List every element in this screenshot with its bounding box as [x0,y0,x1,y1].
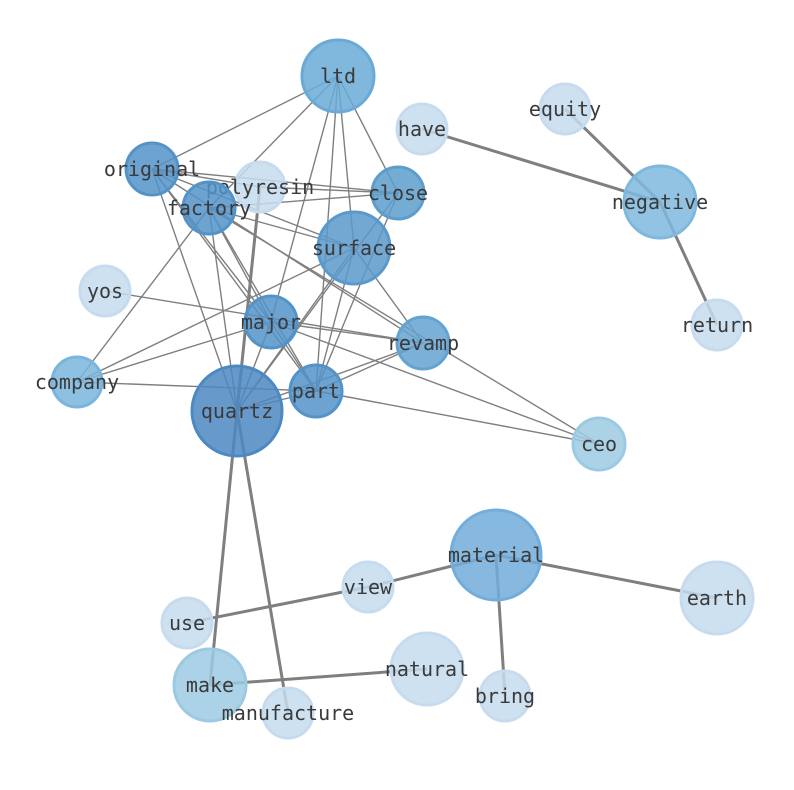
edge-have-negative [421,127,661,204]
node-circle-company [50,355,104,409]
node-label-material: material [448,543,544,567]
node-bring: bring [475,669,535,723]
node-circle-revamp [395,315,451,371]
node-circle-return [690,298,744,352]
node-make: make [172,647,248,723]
node-ceo: ceo [571,416,627,472]
node-circle-equity [538,82,592,136]
node-circle-polyresin [233,160,287,214]
node-circle-close [370,165,426,221]
node-label-use: use [169,611,205,635]
edge-factory-company [76,207,210,383]
node-circle-use [160,596,214,650]
node-circle-original [124,141,180,197]
node-have: have [395,102,449,156]
node-earth: earth [679,560,755,636]
node-label-natural: natural [385,657,469,681]
node-label-have: have [398,117,446,141]
node-label-factory: factory [167,196,251,220]
node-label-major: major [241,310,301,334]
node-label-bring: bring [475,684,535,708]
node-manufacture: manufacture [222,686,354,740]
node-factory: factory [167,180,251,236]
node-part: part [288,363,344,419]
node-label-negative: negative [612,190,708,214]
node-yos: yos [78,264,132,318]
node-equity: equity [529,82,601,136]
edge-major-ceo [270,321,600,445]
node-return: return [681,298,753,352]
node-circle-surface [316,210,392,286]
node-use: use [160,596,214,650]
node-company: company [35,355,119,409]
node-label-return: return [681,313,753,337]
node-circle-material [449,508,543,602]
node-label-view: view [344,575,393,599]
node-circle-ceo [571,416,627,472]
node-major: major [241,294,301,350]
node-label-original: original [104,157,200,181]
edge-surface-company [76,247,355,383]
node-circle-view [341,560,395,614]
node-label-ltd: ltd [320,64,356,88]
node-material: material [448,508,544,602]
node-label-part: part [292,379,340,403]
node-view: view [341,560,395,614]
node-circle-natural [389,631,465,707]
edge-ltd-major [270,75,339,323]
node-label-yos: yos [87,279,123,303]
node-revamp: revamp [387,315,459,371]
node-circle-ltd [300,38,376,114]
node-surface: surface [312,210,396,286]
node-label-earth: earth [687,586,747,610]
node-circle-quartz [190,364,284,458]
edge-original-part [151,168,317,392]
node-circle-manufacture [261,686,315,740]
node-circle-negative [622,164,698,240]
node-label-equity: equity [529,97,601,121]
node-circle-factory [181,180,237,236]
node-natural: natural [385,631,469,707]
node-circle-make [172,647,248,723]
node-quartz: quartz [190,364,284,458]
node-label-make: make [186,673,234,697]
edge-quartz-manufacture [235,410,290,714]
node-label-revamp: revamp [387,331,459,355]
node-circle-major [243,294,299,350]
node-label-company: company [35,370,119,394]
node-circle-part [288,363,344,419]
node-original: original [104,141,200,197]
node-circle-have [395,102,449,156]
node-circle-earth [679,560,755,636]
edge-part-ceo [315,390,600,445]
edge-original-major [151,168,272,323]
edge-major-company [76,321,272,383]
node-ltd: ltd [300,38,376,114]
node-negative: negative [612,164,708,240]
node-circle-bring [478,669,532,723]
node-label-surface: surface [312,236,396,260]
node-label-ceo: ceo [581,432,617,456]
node-label-manufacture: manufacture [222,701,354,725]
node-close: close [368,165,428,221]
node-label-quartz: quartz [201,399,273,423]
edge-view-use [186,585,369,625]
edge-factory-close [208,192,399,209]
node-label-close: close [368,181,428,205]
node-circle-yos [78,264,132,318]
